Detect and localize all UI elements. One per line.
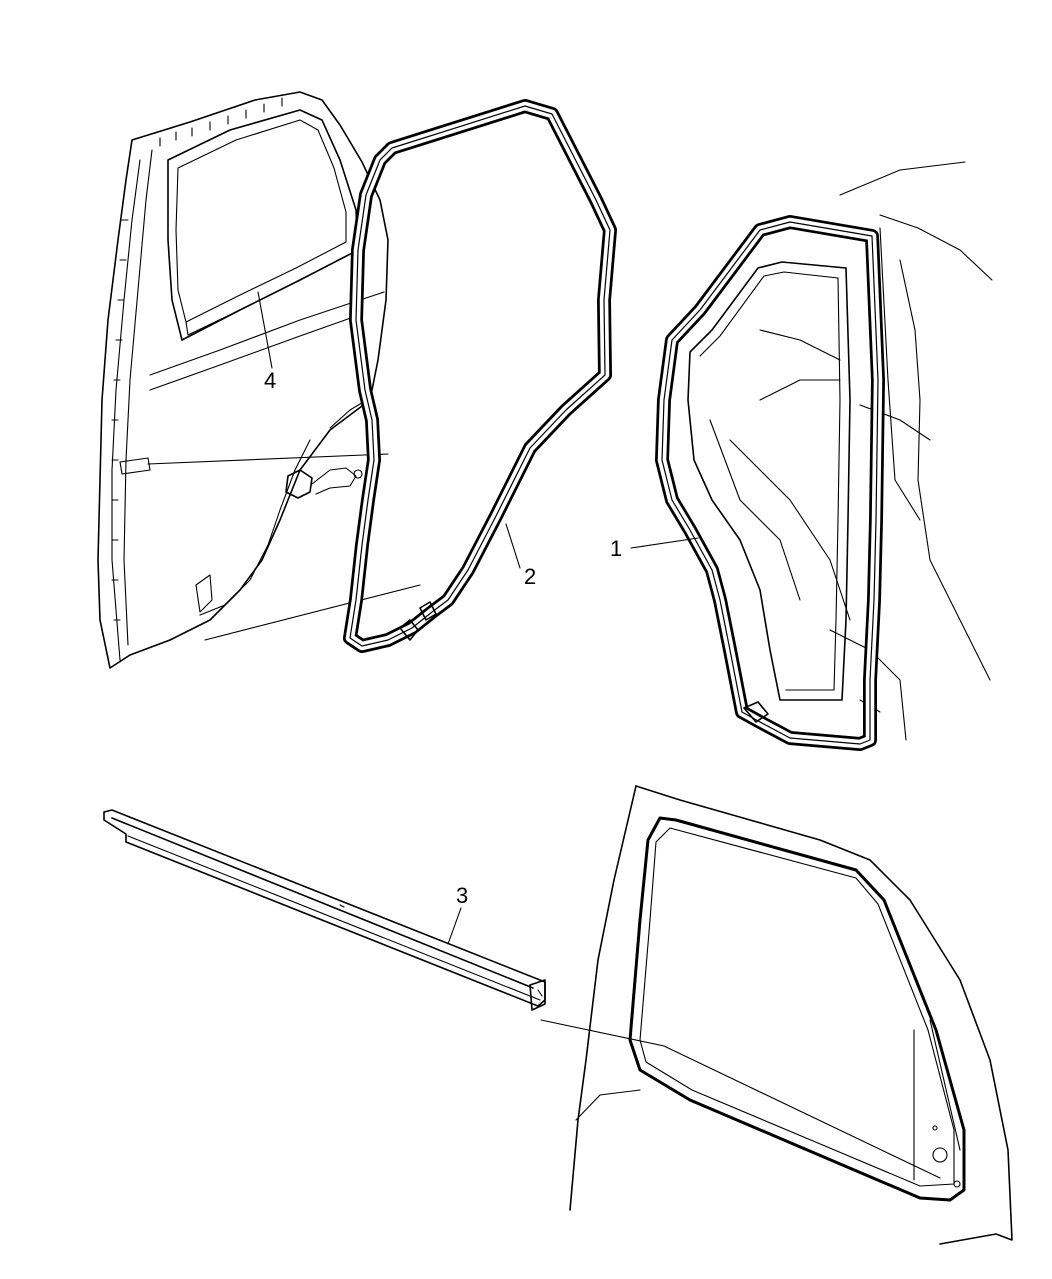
assembly-lines xyxy=(147,453,941,1179)
body-seal-part-1 xyxy=(655,215,885,751)
door-frame-lower-right xyxy=(569,785,1013,1245)
door-shell-part-4 xyxy=(97,91,389,669)
belt-weatherstrip-part-3 xyxy=(103,809,546,1011)
callout-4: 4 xyxy=(257,291,276,393)
callout-label-1: 1 xyxy=(610,536,622,561)
body-opening-background xyxy=(709,161,993,741)
callout-label-2: 2 xyxy=(524,564,536,589)
callout-2: 2 xyxy=(505,523,536,589)
callout-3: 3 xyxy=(447,883,468,945)
door-seal-part-2 xyxy=(343,99,617,653)
callout-label-4: 4 xyxy=(264,368,276,393)
callout-label-3: 3 xyxy=(456,883,468,908)
callout-1: 1 xyxy=(610,536,699,561)
